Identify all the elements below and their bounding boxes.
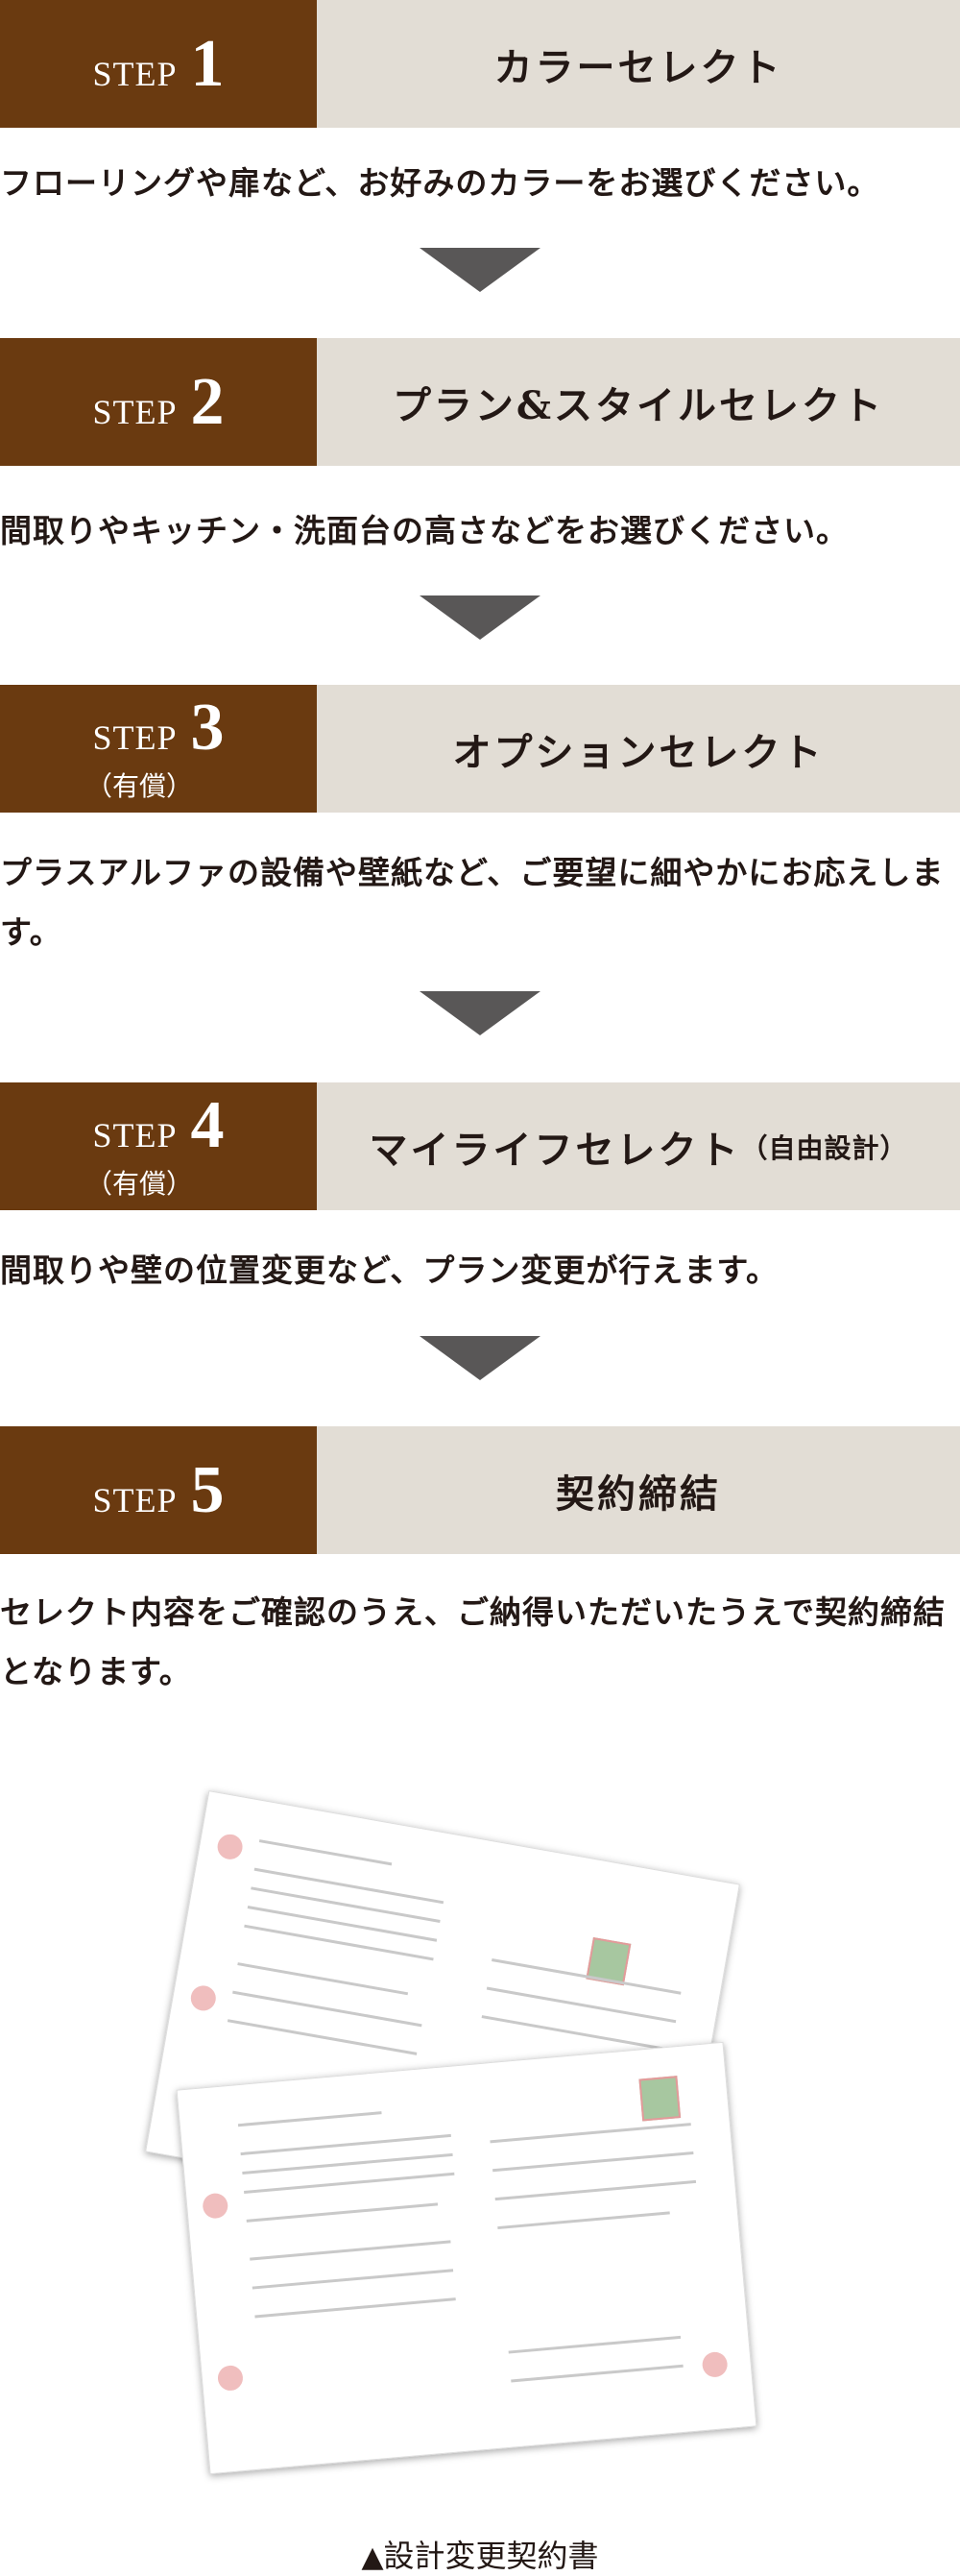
step-4-title: マイライフセレクト（自由設計） [317,1082,960,1210]
step-number: 5 [190,1452,225,1527]
step-1-description: フローリングや扉など、お好みのカラーをお選びください。 [0,164,880,202]
step-word: STEP [92,717,178,757]
step-paid-note: （有償） [84,769,193,802]
step-title-text: 契約締結 [556,1470,721,1517]
step-4-description: 間取りや壁の位置変更など、プラン変更が行えます。 [0,1252,780,1289]
step-4-badge: STEP 4 （有償） [0,1082,317,1210]
step-title-text: プラン&スタイルセレクト [392,382,885,428]
step-1-header: STEP 1 カラーセレクト [0,0,960,128]
step-3-header: STEP 3 （有償） オプションセレクト [0,685,960,813]
contract-caption: ▲設計変更契約書 [0,2532,960,2576]
step-paid-note: （有償） [84,1167,193,1200]
step-title-suffix: （自由設計） [740,1131,908,1164]
step-4-header: STEP 4 （有償） マイライフセレクト（自由設計） [0,1082,960,1210]
step-5-description: セレクト内容をご確認のうえ、ご納得いただいたうえで契約締結となります。 [0,1593,947,1690]
step-1-badge: STEP 1 [0,0,317,128]
step-number: 2 [190,364,225,439]
step-number: 3 [190,690,225,765]
step-title-text: オプションセレクト [452,729,825,775]
down-arrow-icon [420,1336,540,1380]
step-1-title: カラーセレクト [317,0,960,128]
step-2-header: STEP 2 プラン&スタイルセレクト [0,338,960,466]
contract-sheet-front [176,2041,757,2475]
step-number: 4 [190,1087,225,1162]
down-arrow-icon [420,991,540,1035]
step-word: STEP [92,1115,178,1154]
down-arrow-icon [420,595,540,640]
triangle-up-icon: ▲ [361,2540,384,2574]
down-arrow-icon [420,248,540,292]
step-3-badge: STEP 3 （有償） [0,685,317,813]
step-2-title: プラン&スタイルセレクト [317,338,960,466]
caption-text: 設計変更契約書 [383,2538,599,2574]
step-word: STEP [92,54,178,93]
contract-documents-image [145,1777,806,2526]
step-title-text: マイライフセレクト [369,1127,741,1173]
step-2-description: 間取りやキッチン・洗面台の高さなどをお選びください。 [0,512,849,549]
step-word: STEP [92,392,178,431]
step-5-header: STEP 5 契約締結 [0,1426,960,1554]
step-number: 1 [190,26,225,101]
step-3-description: プラスアルファの設備や壁紙など、ご要望に細やかにお応えします。 [0,854,945,951]
step-3-title: オプションセレクト [317,685,960,813]
step-word: STEP [92,1480,178,1519]
step-2-badge: STEP 2 [0,338,317,466]
step-5-title: 契約締結 [317,1426,960,1554]
step-title-text: カラーセレクト [493,44,783,90]
step-5-badge: STEP 5 [0,1426,317,1554]
